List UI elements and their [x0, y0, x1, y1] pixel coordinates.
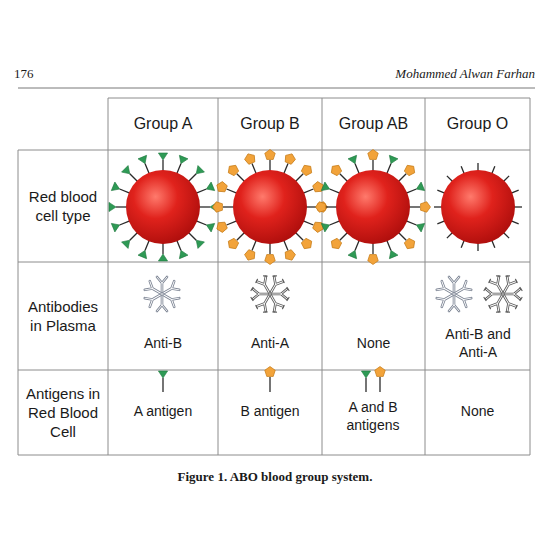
antibody-cluster: [437, 277, 471, 311]
grid-line: [18, 150, 530, 151]
antigen-symbol-a: [158, 371, 167, 392]
running-head: Mohammed Alwan Farhan: [280, 66, 535, 82]
antibody-cluster: [145, 277, 179, 311]
red-cell-body: [233, 170, 307, 244]
grid-line: [108, 98, 109, 455]
table-cell: Anti-B: [108, 334, 218, 352]
grid-line: [425, 98, 426, 455]
a-antigen-ring: [109, 153, 217, 261]
antigen-stalk: [269, 377, 270, 392]
antigen-symbol-ab: [361, 367, 385, 393]
column-header: Group B: [218, 114, 322, 134]
grid-line: [218, 98, 219, 455]
table-cell: None: [322, 334, 425, 352]
row-header: Antigens in Red Blood Cell: [22, 384, 104, 441]
red-cell-ab: [316, 150, 431, 265]
row-header: Red blood cell type: [22, 187, 104, 225]
antigen-symbol-b: [265, 367, 275, 393]
column-header: Group O: [425, 114, 530, 134]
table-cell: A and B antigens: [336, 398, 410, 434]
row-header: Antibodies in Plasma: [22, 297, 104, 335]
figure-caption: Figure 1. ABO blood group system.: [0, 469, 550, 485]
a-antigen: [158, 371, 167, 378]
grid-line: [108, 98, 530, 99]
table-grid: [18, 98, 530, 455]
membrane-spikes: [223, 160, 317, 254]
membrane-spikes: [326, 160, 420, 254]
table-cell: Anti-A: [218, 334, 322, 352]
b-antigen: [375, 367, 385, 377]
grid-line: [18, 455, 530, 456]
antigen-stalk: [365, 378, 366, 392]
table-cell: A antigen: [108, 402, 218, 420]
grid-line: [530, 98, 531, 455]
membrane-spikes: [434, 163, 522, 251]
red-cell-b: [213, 150, 328, 265]
header-rule: [18, 88, 535, 89]
column-header: Group A: [108, 114, 218, 134]
antigen-stalk: [379, 377, 380, 392]
table-cell: B antigen: [218, 402, 322, 420]
antigen-stalk: [162, 378, 163, 392]
red-cell-body: [126, 170, 200, 244]
red-cell-body: [441, 170, 515, 244]
red-cell-o: [434, 163, 522, 251]
column-header: Group AB: [322, 114, 425, 134]
red-cell-a: [109, 153, 217, 261]
table-cell: Anti-B and Anti-A: [432, 325, 524, 361]
page-number: 176: [14, 66, 94, 82]
grid-line: [18, 150, 19, 455]
antibody-cluster: [251, 274, 289, 313]
red-cell-body: [336, 170, 410, 244]
b-antigen-ring: [213, 150, 328, 265]
b-antigen: [265, 367, 275, 377]
antibody-cluster: [484, 274, 522, 313]
a-antigen: [361, 371, 370, 378]
table-cell: None: [425, 402, 530, 420]
ab-antigen-ring: [316, 150, 431, 265]
grid-line: [322, 98, 323, 455]
